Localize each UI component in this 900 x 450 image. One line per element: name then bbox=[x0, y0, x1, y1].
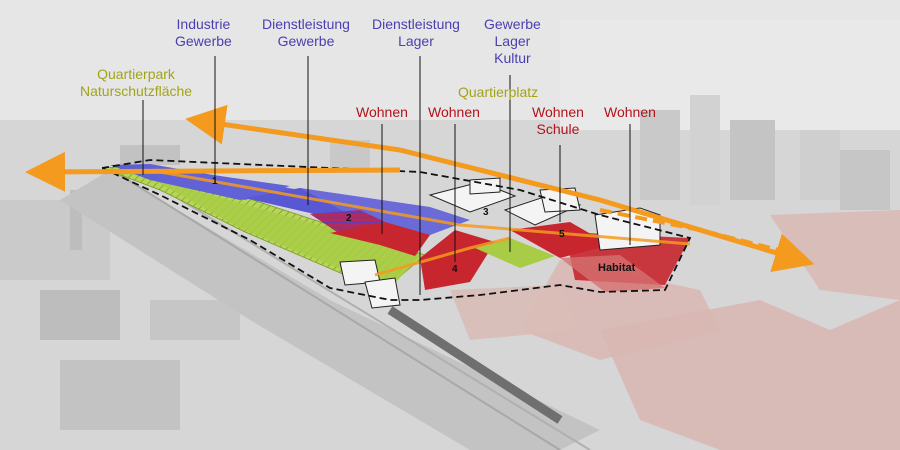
label-line: Gewerbe bbox=[175, 33, 232, 49]
label-line: Wohnen bbox=[532, 104, 584, 120]
label-line: Gewerbe bbox=[484, 16, 541, 32]
label-wohnen-c: Wohnen bbox=[604, 104, 656, 121]
label-line: Naturschutzfläche bbox=[80, 83, 193, 99]
circulation-arrows bbox=[25, 104, 815, 272]
label-line: Industrie bbox=[176, 16, 231, 32]
label-line: Dienstleistung bbox=[262, 16, 350, 32]
label-line: Quartierplatz bbox=[458, 84, 539, 100]
label-line: Schule bbox=[536, 121, 580, 137]
label-industrie-gewerbe: Industrie Gewerbe bbox=[175, 16, 232, 50]
leader-lines bbox=[142, 56, 631, 295]
label-line: Dienstleistung bbox=[372, 16, 460, 32]
label-line: Kultur bbox=[494, 50, 531, 66]
plot-number-1: 1 bbox=[212, 176, 218, 187]
plot-number-5: 5 bbox=[559, 229, 565, 240]
label-wohnen-a: Wohnen bbox=[356, 104, 408, 121]
plot-number-2: 2 bbox=[346, 213, 352, 224]
plot-number-4: 4 bbox=[452, 264, 458, 275]
label-quartierpark: Quartierpark Naturschutzfläche bbox=[80, 66, 192, 100]
label-line: Lager bbox=[494, 33, 531, 49]
label-line: Wohnen bbox=[604, 104, 656, 120]
label-line: Lager bbox=[398, 33, 434, 49]
label-line: Quartierpark bbox=[97, 66, 175, 82]
label-wohnen-schule: Wohnen Schule bbox=[532, 104, 584, 138]
label-line: Wohnen bbox=[356, 104, 408, 120]
label-gewerbe-lager-kultur: Gewerbe Lager Kultur bbox=[484, 16, 541, 67]
label-line: Gewerbe bbox=[277, 33, 335, 49]
label-wohnen-b: Wohnen bbox=[428, 104, 480, 121]
label-quartierplatz: Quartierplatz bbox=[458, 84, 538, 101]
label-line: Wohnen bbox=[428, 104, 480, 120]
habitat-label: Habitat bbox=[598, 262, 636, 274]
label-dienstleistung-gewerbe: Dienstleistung Gewerbe bbox=[262, 16, 350, 50]
label-dienstleistung-lager: Dienstleistung Lager bbox=[372, 16, 460, 50]
plot-number-3: 3 bbox=[483, 207, 489, 218]
